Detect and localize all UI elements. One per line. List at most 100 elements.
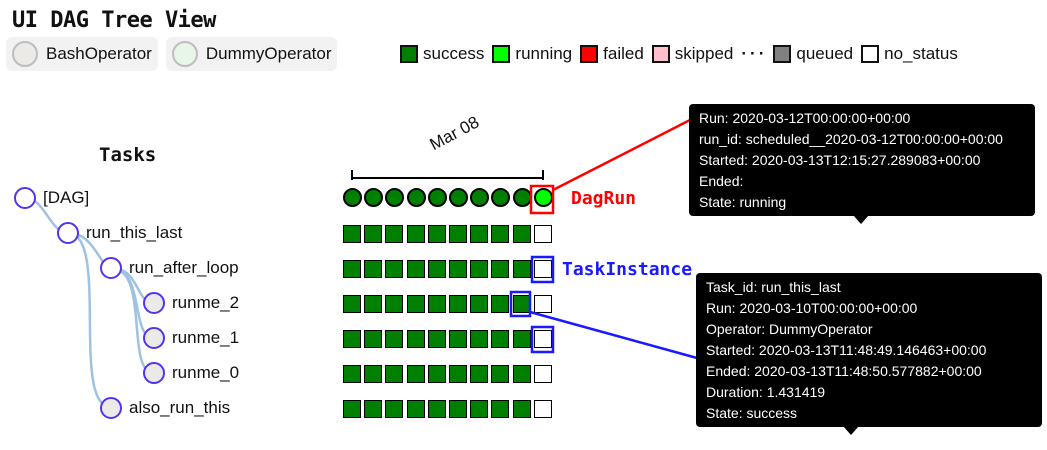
tree-node-label[interactable]: run_this_last (86, 223, 183, 242)
legend-queued[interactable]: queued (773, 44, 853, 64)
task-instance-square[interactable] (406, 295, 425, 313)
task-instance-square[interactable] (364, 400, 383, 418)
task-instance-square[interactable] (470, 260, 489, 278)
task-instance-square[interactable] (385, 260, 404, 278)
legend-skipped-label: skipped (674, 44, 734, 63)
task-instance-square[interactable] (491, 365, 510, 383)
task-instance-square[interactable] (406, 365, 425, 383)
task-instance-square[interactable] (406, 260, 425, 278)
task-instance-square[interactable] (385, 225, 404, 243)
task-instance-square[interactable] (364, 260, 383, 278)
task-instance-square[interactable] (343, 365, 361, 383)
task-instance-square[interactable] (449, 400, 467, 418)
task-instance-square[interactable] (491, 260, 510, 278)
task-instance-square[interactable] (406, 225, 425, 243)
bash-operator-swatch-icon (12, 41, 38, 67)
tree-node-label[interactable]: runme_0 (172, 363, 240, 382)
task-instance-square[interactable] (449, 330, 467, 348)
task-instance-square[interactable] (533, 400, 552, 418)
task-instance-square[interactable] (364, 365, 383, 383)
tree-node-circle-icon[interactable] (57, 222, 79, 244)
dagrun-circle[interactable] (449, 188, 468, 207)
task-instance-square[interactable] (449, 225, 467, 243)
task-instance-square[interactable] (427, 400, 446, 418)
task-instance-square[interactable] (470, 400, 489, 418)
task-instance-square[interactable] (364, 295, 383, 313)
task-instance-square[interactable] (512, 400, 531, 418)
task-instance-square[interactable] (385, 400, 404, 418)
tree-node-label[interactable]: also_run_this (129, 398, 231, 417)
taskinstance-highlight-box (530, 255, 555, 284)
task-instance-square[interactable] (343, 330, 361, 348)
failed-swatch-icon (580, 45, 599, 63)
task-instance-square[interactable] (343, 260, 361, 278)
bash-operator-label: BashOperator (46, 44, 152, 63)
task-instance-square[interactable] (533, 365, 552, 383)
task-instance-square[interactable] (364, 330, 383, 348)
tooltip-line: Run: 2020-03-10T00:00:00+00:00 (706, 300, 918, 316)
operator-legend: BashOperator DummyOperator (6, 37, 338, 71)
task-instance-square[interactable] (470, 330, 489, 348)
tree-node-label[interactable]: [DAG] (43, 188, 90, 207)
dagrun-circle[interactable] (406, 188, 426, 207)
task-instance-square[interactable] (364, 225, 383, 243)
task-instance-square[interactable] (427, 225, 446, 243)
legend-success[interactable]: success (400, 44, 484, 64)
task-instance-square[interactable] (449, 365, 467, 383)
tree-node-circle-icon[interactable] (14, 187, 36, 209)
tree-node-circle-icon[interactable] (143, 362, 165, 384)
legend-no-status-label: no_status (884, 44, 958, 63)
tree-node-circle-icon[interactable] (143, 292, 165, 314)
task-instance-square[interactable] (491, 225, 510, 243)
dagrun-circle[interactable] (470, 188, 490, 207)
task-instance-square[interactable] (406, 330, 425, 348)
task-instance-square[interactable] (512, 225, 531, 243)
dagrun-circle[interactable] (427, 188, 447, 207)
task-instance-square[interactable] (449, 295, 467, 313)
legend-running[interactable]: running (492, 44, 572, 64)
task-instance-square[interactable] (427, 330, 446, 348)
task-instance-square[interactable] (343, 295, 361, 313)
task-instance-square[interactable] (533, 330, 552, 348)
task-instance-square[interactable] (533, 225, 552, 243)
legend-failed[interactable]: failed (580, 44, 644, 64)
tree-node-label[interactable]: runme_1 (172, 328, 240, 347)
dagrun-circle[interactable] (491, 188, 511, 207)
task-instance-square[interactable] (491, 330, 510, 348)
tree-node-circle-icon[interactable] (100, 257, 122, 279)
task-instance-square[interactable] (385, 365, 404, 383)
dagrun-circle[interactable] (385, 188, 405, 207)
skipped-swatch-icon (651, 45, 670, 63)
tree-node-label[interactable]: runme_2 (172, 293, 240, 312)
legend-no-status[interactable]: no_status (861, 44, 958, 64)
task-instance-square[interactable] (533, 260, 552, 278)
task-instance-square[interactable] (427, 295, 446, 313)
task-instance-square[interactable] (343, 400, 361, 418)
task-instance-square[interactable] (512, 365, 531, 383)
task-instance-square[interactable] (449, 260, 467, 278)
task-instance-square[interactable] (491, 295, 510, 313)
tree-node-circle-icon[interactable] (100, 397, 122, 419)
dagrun-circle[interactable] (343, 188, 362, 207)
operator-legend-bash[interactable]: BashOperator (6, 37, 158, 71)
tree-node-label[interactable]: run_after_loop (129, 258, 239, 277)
dagrun-circle[interactable] (364, 188, 384, 207)
task-instance-square[interactable] (385, 330, 404, 348)
task-instance-square[interactable] (533, 295, 552, 313)
task-instance-square[interactable] (427, 260, 446, 278)
operator-legend-dummy[interactable]: DummyOperator (165, 37, 338, 71)
task-instance-square[interactable] (427, 365, 446, 383)
task-instance-square[interactable] (343, 225, 361, 243)
task-instance-square[interactable] (491, 400, 510, 418)
task-instance-square[interactable] (470, 295, 489, 313)
task-instance-square[interactable] (406, 400, 425, 418)
task-instance-square[interactable] (470, 225, 489, 243)
tooltip-line: Started: 2020-03-13T11:48:49.146463+00:0… (706, 342, 987, 358)
task-instance-square[interactable] (470, 365, 489, 383)
tree-node-circle-icon[interactable] (143, 327, 165, 349)
task-instance-square[interactable] (512, 330, 531, 348)
task-instance-square[interactable] (385, 295, 404, 313)
legend-skipped[interactable]: skipped (651, 44, 734, 64)
taskinstance-highlight-box (530, 325, 555, 354)
task-instance-square[interactable] (512, 260, 531, 278)
